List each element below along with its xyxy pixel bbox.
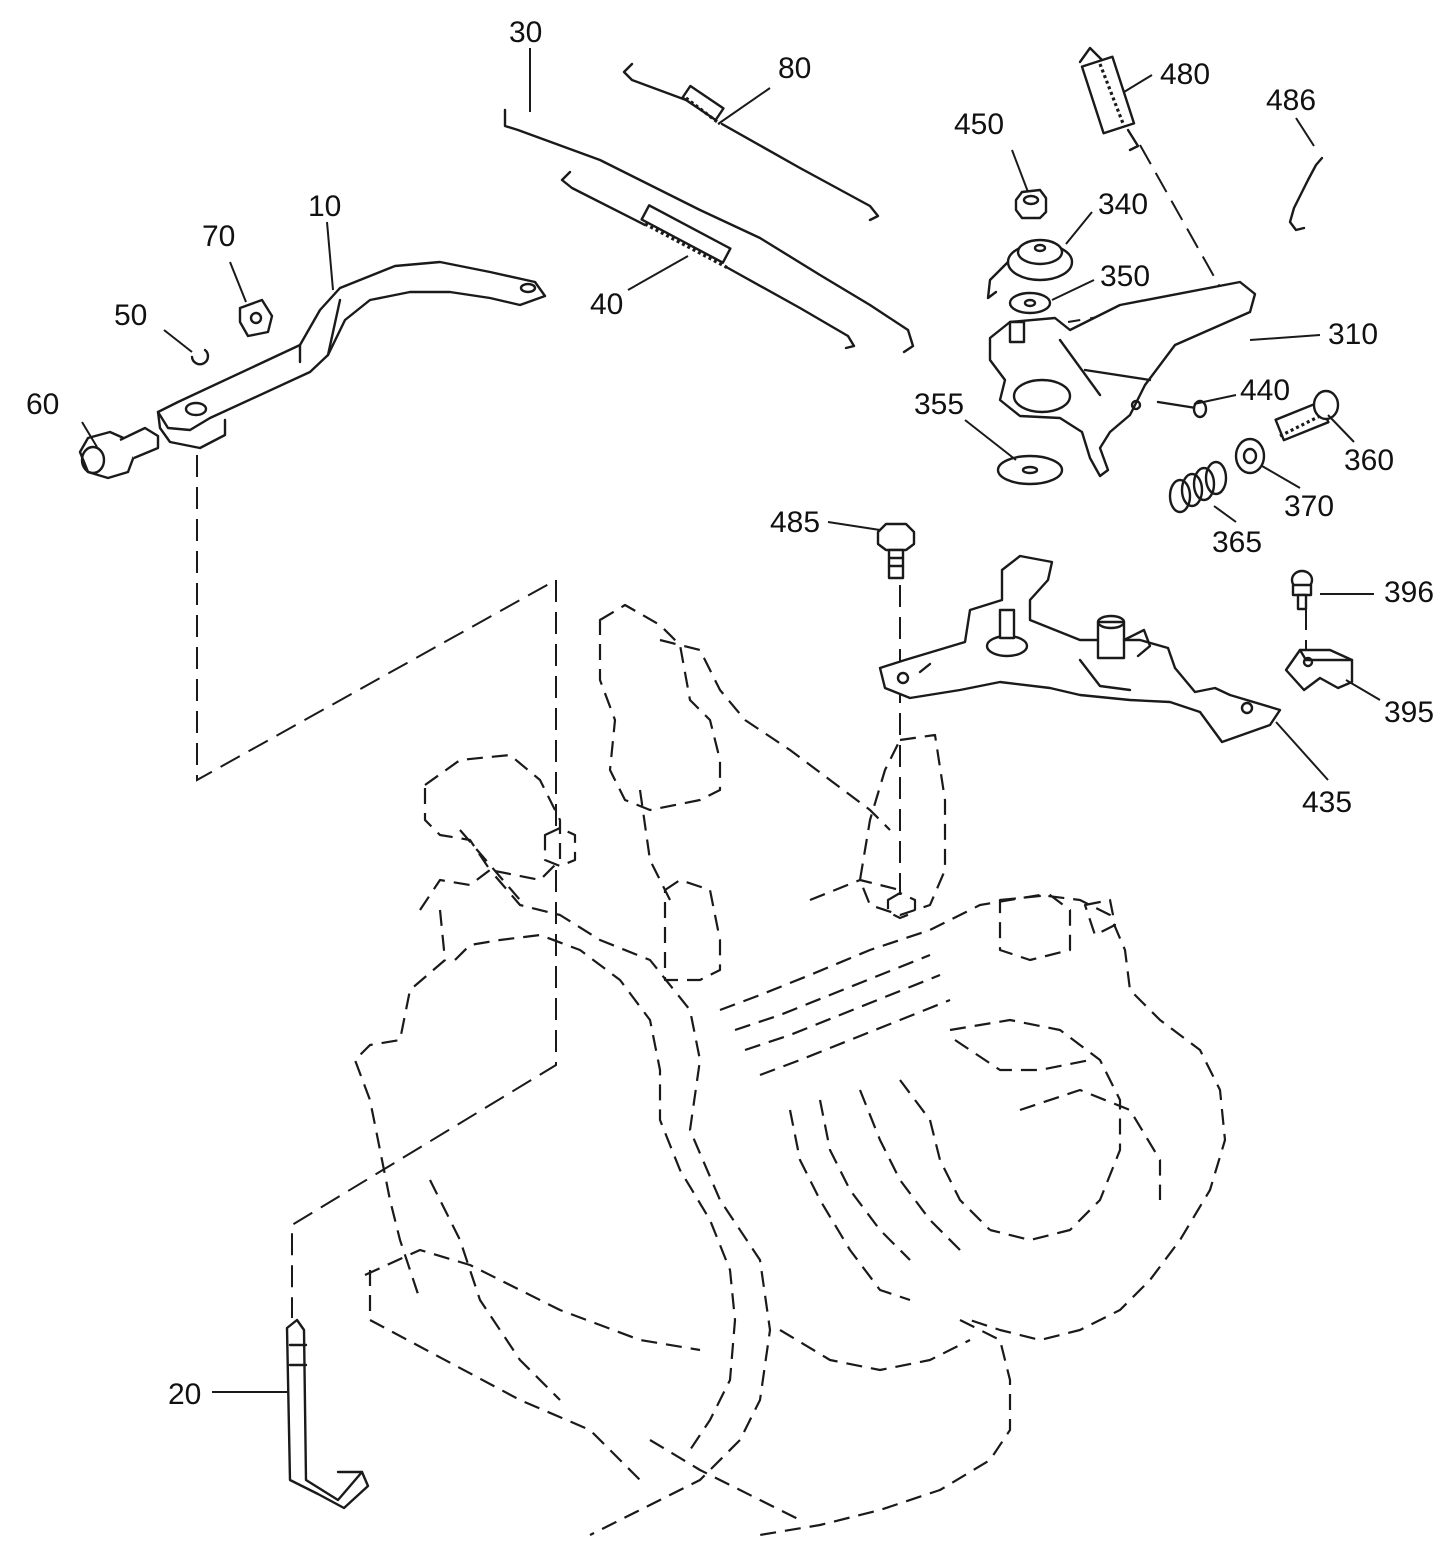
governor-rod-30 [503, 108, 915, 354]
screw-440 [1156, 399, 1208, 419]
callout-30: 30 [509, 16, 542, 49]
link-486 [1288, 156, 1324, 232]
callout-395: 395 [1384, 696, 1434, 729]
callout-350: 350 [1100, 260, 1150, 293]
washer-355 [996, 454, 1064, 486]
bolt-485 [876, 522, 916, 580]
callout-80: 80 [778, 52, 811, 85]
callout-435: 435 [1302, 786, 1352, 819]
callout-70: 70 [202, 220, 235, 253]
callout-480: 480 [1160, 58, 1210, 91]
bolt-60 [78, 426, 160, 480]
callout-396: 396 [1384, 576, 1434, 609]
callout-365: 365 [1212, 526, 1262, 559]
nut-370 [1234, 437, 1266, 475]
callout-50: 50 [114, 299, 147, 332]
callout-355: 355 [914, 388, 964, 421]
pivot-plate-340 [986, 238, 1074, 300]
screw-396 [1290, 569, 1314, 611]
callout-450: 450 [954, 108, 1004, 141]
callout-486: 486 [1266, 84, 1316, 117]
washer-350 [1008, 291, 1052, 315]
control-bracket-435 [878, 554, 1282, 744]
control-lever-310 [988, 280, 1257, 478]
spring-40 [560, 170, 856, 350]
clip-50 [190, 348, 210, 366]
governor-shaft-20 [285, 1318, 370, 1510]
spring-480 [1078, 46, 1140, 152]
callout-60: 60 [26, 388, 59, 421]
callout-440: 440 [1240, 374, 1290, 407]
callout-340: 340 [1098, 188, 1148, 221]
callout-310: 310 [1328, 318, 1378, 351]
cable-clamp-395 [1284, 648, 1354, 692]
callout-labels: 30 80 40 10 70 50 60 450 340 350 480 486… [26, 16, 1434, 1411]
callout-20: 20 [168, 1378, 201, 1411]
spring-80 [622, 62, 880, 222]
spring-365 [1168, 460, 1228, 514]
governor-lever-10 [156, 260, 547, 450]
nut-450 [1014, 188, 1048, 220]
screw-360 [1274, 389, 1340, 442]
callout-40: 40 [590, 288, 623, 321]
callout-485: 485 [770, 506, 820, 539]
leader-lines [81, 48, 1381, 1393]
engine-block-outline [353, 603, 1227, 1537]
nut-plate-70 [238, 298, 274, 338]
callout-370: 370 [1284, 490, 1334, 523]
callout-360: 360 [1344, 444, 1394, 477]
callout-10: 10 [308, 190, 341, 223]
